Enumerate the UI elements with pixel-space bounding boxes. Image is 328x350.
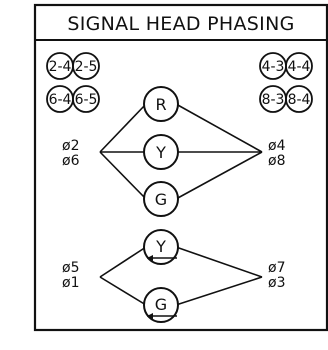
phase-label-right: ø7	[268, 260, 285, 276]
connector-line	[175, 276, 263, 306]
connector-line	[175, 151, 263, 200]
connector-line	[99, 246, 147, 278]
phase-label-left: ø5	[62, 260, 79, 276]
bubble-label: 8-3	[262, 92, 285, 108]
lamp-yellow	[143, 134, 179, 170]
connector-line	[99, 103, 147, 153]
connector-line	[99, 151, 147, 200]
connector-line	[175, 103, 263, 153]
lamp-green-arrow-label: G	[155, 295, 167, 314]
lamp-green-label: G	[155, 190, 167, 209]
lamp-yellow-arrow-label: Y	[155, 237, 166, 256]
bubble-group-top-right: 4-3 4-4	[259, 52, 313, 80]
bubble-label: 8-4	[288, 92, 311, 108]
lower-signal-head: Y G ø5 ø1 ø7 ø3	[62, 229, 285, 323]
bubble-circle	[285, 52, 313, 80]
lamp-red	[143, 86, 179, 122]
bubble-group-top-left: 2-4 2-5	[46, 52, 100, 80]
phase-label-left: ø1	[62, 275, 79, 291]
outer-frame	[33, 3, 328, 332]
bubble-circle	[285, 85, 313, 113]
bubble-group-bottom-right: 8-3 8-4	[259, 85, 313, 113]
bubble-label: 4-4	[288, 59, 311, 75]
arrowhead-icon	[147, 255, 153, 261]
bubble-label: 4-3	[262, 59, 285, 75]
phase-label-right: ø4	[268, 138, 286, 154]
lamp-yellow-label: Y	[155, 143, 166, 162]
phase-label-right: ø8	[268, 153, 285, 169]
bubble-group-bottom-left: 6-4 6-5	[46, 85, 100, 113]
bubble-label: 2-5	[75, 59, 98, 75]
diagram-title: SIGNAL HEAD PHASING	[67, 13, 294, 35]
bubble-label: 6-5	[75, 92, 98, 108]
bubble-label: 6-4	[49, 92, 72, 108]
upper-signal-head: R Y G ø2 ø6 ø4 ø8	[62, 86, 286, 217]
bubble-circle	[72, 52, 100, 80]
connector-line	[99, 276, 147, 306]
connector-line	[175, 246, 263, 278]
phase-label-left: ø6	[62, 153, 80, 169]
bubble-label: 2-4	[49, 59, 72, 75]
bubble-circle	[72, 85, 100, 113]
lamp-green	[143, 181, 179, 217]
arrowhead-icon	[147, 313, 153, 319]
phase-label-right: ø3	[268, 275, 285, 291]
phase-label-left: ø2	[62, 138, 79, 154]
lamp-red-label: R	[155, 95, 166, 114]
